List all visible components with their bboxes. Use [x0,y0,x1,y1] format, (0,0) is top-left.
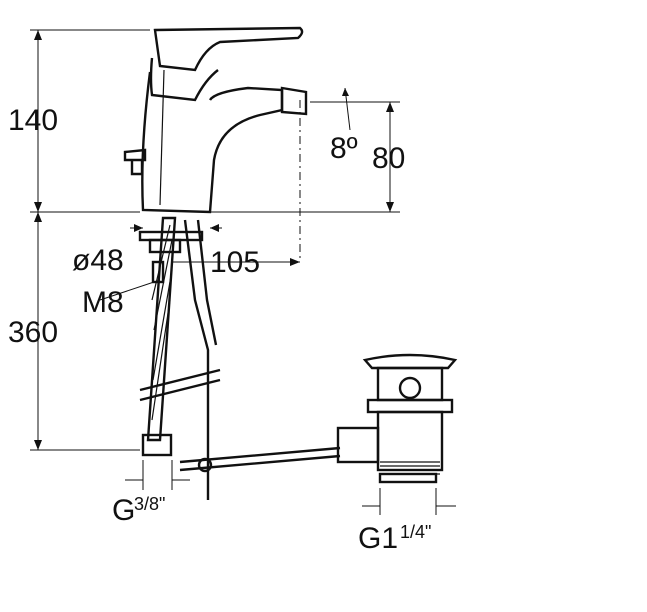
inlet-thread-label: G 3/8" [112,494,165,527]
diameter-label: ø48 [72,244,124,277]
height-upper-label: 140 [8,104,58,137]
svg-text:G1: G1 [358,522,398,555]
reach-label: 105 [210,246,260,279]
rod-thread-label: M8 [82,286,124,319]
svg-text:G: G [112,494,135,527]
base-dimension-lines [99,224,300,301]
faucet-body [123,26,308,214]
spout-dimension-lines [210,87,400,262]
height-lower-label: 360 [8,316,58,349]
spout-height-label: 80 [372,142,405,175]
mounting-and-hoses [125,216,341,500]
svg-text:3/8": 3/8" [134,494,165,514]
pop-up-waste [336,353,458,515]
drain-thread-label: G1 1/4" [358,522,431,555]
spout-angle-label: 8º [330,132,358,165]
svg-text:1/4": 1/4" [400,522,431,542]
height-dimension-lines [30,29,150,451]
